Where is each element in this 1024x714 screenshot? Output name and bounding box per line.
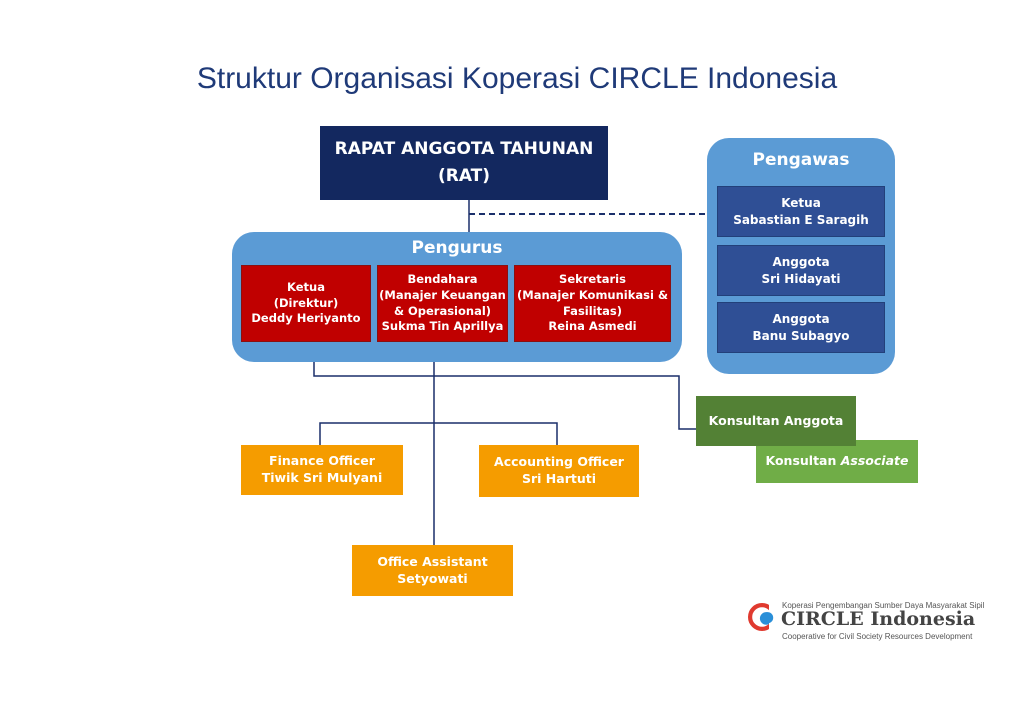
bendahara-to-officers-line: [319, 422, 558, 445]
rat-box: RAPAT ANGGOTA TAHUNAN (RAT): [320, 126, 608, 200]
konsultan-anggota-label: Konsultan Anggota: [708, 412, 844, 428]
circle-indonesia-logo: Koperasi Pengembangan Sumber Daya Masyar…: [746, 599, 986, 647]
pengawas-anggota-1-role: Anggota: [772, 255, 830, 270]
rat-line2: (RAT): [437, 166, 491, 186]
pengawas-anggota-2-role: Anggota: [772, 312, 830, 327]
pengurus-bendahara-title-1: (Manajer Keuangan: [379, 287, 506, 302]
pengurus-ketua-title: (Direktur): [273, 295, 339, 310]
pengawas-ketua-role: Ketua: [781, 196, 821, 211]
pengawas-anggota-1-name: Sri Hidayati: [761, 271, 841, 286]
pengawas-anggota-1-box: Anggota Sri Hidayati: [717, 245, 885, 296]
pengurus-ketua-role: Ketua: [287, 280, 325, 295]
pengawas-anggota-2-name: Banu Subagyo: [752, 328, 850, 343]
office-assistant-box: Office Assistant Setyowati: [352, 545, 513, 596]
konsultan-associate-box: Konsultan Associate: [756, 440, 918, 483]
pengawas-ketua-name: Sabastian E Saragih: [733, 212, 869, 227]
pengurus-sekretaris-title-1: (Manajer Komunikasi &: [517, 287, 668, 302]
pengurus-ketua-name: Deddy Heriyanto: [251, 311, 361, 326]
pengurus-ketua-box: Ketua (Direktur) Deddy Heriyanto: [241, 265, 371, 342]
finance-officer-box: Finance Officer Tiwik Sri Mulyani: [241, 445, 403, 495]
konsultan-associate-label: Konsultan Associate: [766, 453, 909, 470]
ketua-to-konsultan-line: [313, 342, 696, 430]
pengawas-title: Pengawas: [752, 150, 850, 170]
pengurus-sekretaris-box: Sekretaris (Manajer Komunikasi & Fasilit…: [514, 265, 671, 342]
pengurus-bendahara-role: Bendahara: [407, 272, 478, 287]
pengurus-sekretaris-title-2: Fasilitas): [563, 303, 622, 318]
accounting-officer-box: Accounting Officer Sri Hartuti: [479, 445, 639, 497]
logo-tagline-bottom: Cooperative for Civil Society Resources …: [782, 632, 973, 641]
accounting-officer-role: Accounting Officer: [494, 454, 624, 470]
office-assistant-name: Setyowati: [397, 570, 468, 586]
pengawas-anggota-2-box: Anggota Banu Subagyo: [717, 302, 885, 353]
pengurus-bendahara-box: Bendahara (Manajer Keuangan & Operasiona…: [377, 265, 508, 342]
office-assistant-role: Office Assistant: [377, 553, 488, 569]
pengurus-sekretaris-name: Reina Asmedi: [548, 319, 637, 334]
konsultan-anggota-box: Konsultan Anggota: [696, 396, 856, 446]
pengurus-title: Pengurus: [411, 238, 503, 258]
pengurus-bendahara-name: Sukma Tin Aprillya: [381, 319, 504, 334]
page-title: Struktur Organisasi Koperasi CIRCLE Indo…: [196, 62, 838, 95]
pengawas-ketua-box: Ketua Sabastian E Saragih: [717, 186, 885, 237]
logo-name: CIRCLE Indonesia: [781, 608, 976, 630]
circle-logo-icon: [748, 603, 776, 631]
accounting-officer-name: Sri Hartuti: [522, 471, 596, 486]
pengurus-sekretaris-role: Sekretaris: [559, 272, 626, 287]
konsultan-associate-prefix: Konsultan: [765, 453, 841, 469]
logo-tagline-top: Koperasi Pengembangan Sumber Daya Masyar…: [782, 601, 985, 610]
konsultan-associate-italic: Associate: [840, 453, 909, 469]
rat-line1: RAPAT ANGGOTA TAHUNAN: [334, 138, 594, 159]
finance-officer-role: Finance Officer: [269, 453, 375, 469]
pengurus-bendahara-title-2: & Operasional): [393, 303, 492, 318]
finance-officer-name: Tiwik Sri Mulyani: [261, 470, 383, 485]
